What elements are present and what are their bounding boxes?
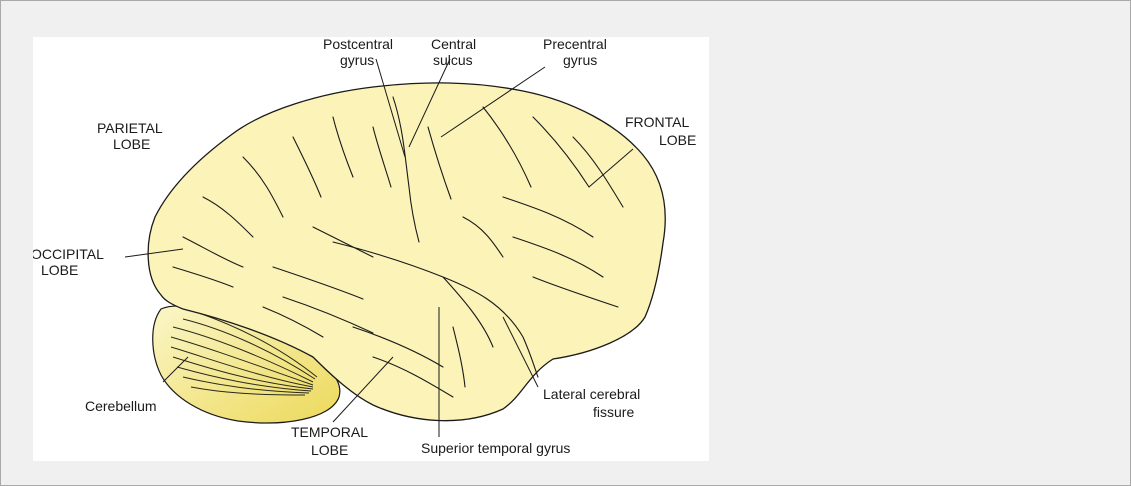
label-superior-temporal: Superior temporal gyrus (421, 440, 570, 456)
label-postcentral-1: Postcentral (323, 37, 393, 52)
label-central-2: sulcus (433, 52, 473, 68)
brain-diagram-image: Postcentral gyrus Central sulcus Precent… (33, 37, 709, 461)
label-precentral-1: Precentral (543, 37, 607, 52)
label-parietal-2: LOBE (113, 136, 150, 152)
label-lateral-2: fissure (593, 404, 634, 420)
label-postcentral-2: gyrus (340, 52, 374, 68)
label-frontal-1: FRONTAL (625, 114, 690, 130)
label-parietal-1: PARIETAL (97, 120, 163, 136)
label-cerebellum: Cerebellum (85, 398, 157, 414)
label-temporal-2: LOBE (311, 442, 348, 458)
label-temporal-1: TEMPORAL (291, 424, 368, 440)
label-precentral-2: gyrus (563, 52, 597, 68)
label-lateral-1: Lateral cerebral (543, 386, 640, 402)
brain-diagram-svg: Postcentral gyrus Central sulcus Precent… (33, 37, 709, 461)
label-occipital-2: LOBE (41, 262, 78, 278)
label-frontal-2: LOBE (659, 132, 696, 148)
label-occipital-1: OCCIPITAL (33, 246, 104, 262)
label-central-1: Central (431, 37, 476, 52)
